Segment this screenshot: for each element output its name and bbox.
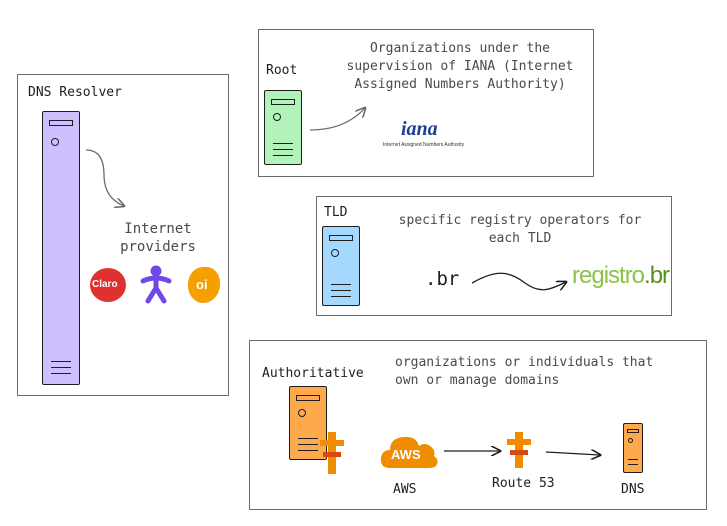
route53-icon-main <box>507 432 531 468</box>
tld-note: specific registry operators for each TLD <box>398 213 642 246</box>
oi-logo: oi <box>188 267 220 303</box>
internet-providers-label: Internet providers <box>120 221 196 255</box>
route53-label: Route 53 <box>492 476 555 491</box>
registro-br-logo: registro.br <box>572 262 670 289</box>
authoritative-server-icon <box>289 386 327 460</box>
root-title: Root <box>266 63 298 78</box>
tld-panel: TLD <box>316 196 672 316</box>
iana-logo: iana Internet Assigned Numbers Authority <box>383 118 465 148</box>
root-panel: Root <box>258 29 594 177</box>
root-note: Organizations under the supervision of I… <box>346 41 574 92</box>
tld-title: TLD <box>324 205 348 220</box>
aws-label: AWS <box>393 482 417 497</box>
dns-resolver-title: DNS Resolver <box>28 85 122 100</box>
route53-icon <box>320 432 344 474</box>
authoritative-title: Authoritative <box>262 366 364 381</box>
root-server-icon <box>264 90 302 165</box>
resolver-server-icon <box>42 111 80 385</box>
claro-logo: Claro <box>90 268 126 302</box>
br-domain-label: .br <box>425 268 460 290</box>
tld-server-icon <box>322 226 360 306</box>
authoritative-note: organizations or individuals that own or… <box>395 355 654 388</box>
dns-label: DNS <box>621 482 645 497</box>
aws-cloud-text: AWS <box>391 447 421 462</box>
aws-cloud-icon <box>380 436 438 468</box>
dns-server-icon <box>623 423 643 473</box>
vivo-logo <box>140 265 172 304</box>
